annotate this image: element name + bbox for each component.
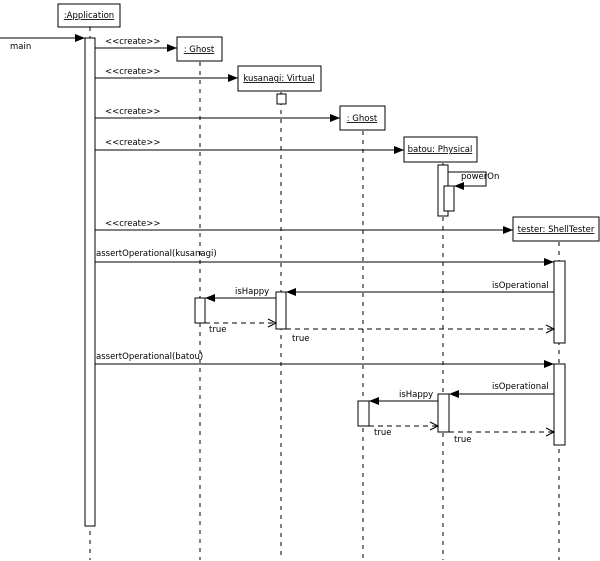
activation-tester-1 [553, 260, 566, 344]
label-true-1: true [209, 325, 226, 335]
label-create-ghost1: <<create>> [105, 37, 160, 47]
label-create-ghost2: <<create>> [105, 107, 160, 117]
lifeline-label-batou: batou: Physical [408, 145, 473, 155]
lifeline-label-tester: tester: ShellTester [518, 225, 595, 235]
message-poweron-arrow [448, 171, 487, 190]
label-true-2: true [292, 334, 309, 344]
label-create-batou: <<create>> [105, 138, 160, 148]
lifeline-label-ghost-2: : Ghost [347, 114, 378, 124]
label-create-kusanagi: <<create>> [105, 67, 160, 77]
activation-kusanagi-create [276, 93, 287, 105]
label-isoperational-2: isOperational [492, 382, 549, 392]
activation-tester-2 [553, 363, 566, 446]
label-assert-kusanagi: assertOperational(kusanagi) [96, 249, 217, 259]
return-true-2-head [545, 324, 556, 334]
activation-ghost2-ishappy [357, 400, 370, 427]
activation-ghost1-ishappy [194, 297, 206, 324]
lifeline-label-ghost-1: : Ghost [184, 45, 215, 55]
label-true-4: true [454, 435, 471, 445]
label-isoperational-1: isOperational [492, 281, 549, 291]
label-ishappy-1: isHappy [235, 287, 269, 297]
label-true-3: true [374, 428, 391, 438]
return-true-4-head [545, 427, 556, 437]
label-assert-batou: assertOperational(batou) [96, 352, 203, 362]
label-create-tester: <<create>> [105, 219, 160, 229]
activation-application [84, 37, 96, 527]
return-true-3-head [429, 421, 440, 431]
activation-kusanagi-isoperational [275, 291, 287, 330]
activation-batou-isoperational [437, 393, 450, 433]
lifeline-head-application[interactable]: :Application [57, 3, 121, 28]
lifeline-head-kusanagi[interactable]: kusanagi: Virtual [237, 65, 322, 92]
lifeline-head-tester[interactable]: tester: ShellTester [512, 216, 600, 242]
label-ishappy-2: isHappy [399, 390, 433, 400]
label-poweron: powerOn [461, 172, 499, 182]
lifeline-label-application: :Application [64, 11, 114, 21]
lifeline-head-batou[interactable]: batou: Physical [403, 136, 478, 163]
lifeline-label-kusanagi: kusanagi: Virtual [243, 74, 314, 84]
lifeline-head-ghost-1[interactable]: : Ghost [176, 36, 223, 62]
label-main: main [10, 42, 31, 52]
activation-batou-poweron [443, 185, 455, 212]
return-true-1-head [267, 318, 278, 328]
lifeline-head-ghost-2[interactable]: : Ghost [339, 105, 386, 131]
